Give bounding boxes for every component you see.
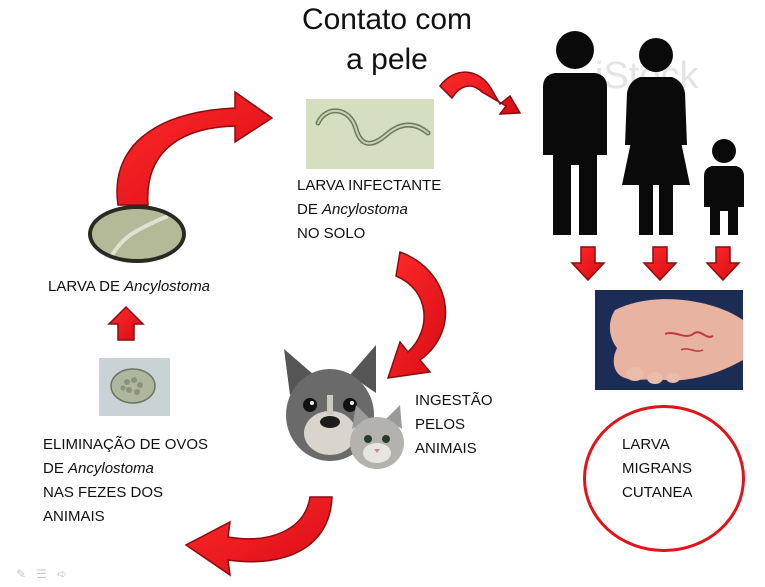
larva-microscope-photo [88, 205, 186, 263]
slide-controls: ✎ ☰ ➪ [16, 567, 67, 581]
title-line-1: Contato com [301, 3, 473, 36]
arrow-infectante-to-animals [386, 250, 447, 379]
egg-photo [99, 358, 170, 416]
arrow-larva-to-infectante [116, 90, 274, 206]
label-eliminacao: ELIMINAÇÃO DE OVOS DE Ancylostoma NAS FE… [43, 433, 208, 529]
arrow-down-1 [570, 246, 606, 282]
larva-photo [306, 99, 434, 169]
diagram-title: Contato com a pele [272, 0, 502, 80]
label-line: CUTANEA [622, 484, 693, 501]
arrow-to-people [439, 71, 522, 115]
label-italic: Ancylostoma [124, 278, 211, 295]
arrow-down-3 [705, 246, 741, 282]
next-slide-icon[interactable]: ➪ [56, 567, 67, 581]
foot-lesion-photo [595, 290, 743, 390]
label-line: ANIMAIS [415, 440, 477, 457]
label-line: LARVA [622, 436, 670, 453]
label-line: MIGRANS [622, 460, 693, 477]
arrow-up-to-larva [107, 305, 145, 341]
dog-cat-photo [280, 335, 406, 469]
arrow-down-2 [642, 246, 678, 282]
label-line: NAS FEZES DOS [43, 484, 164, 501]
label-line: DE Ancylostoma [43, 457, 208, 481]
label-larva-migrans: LARVA MIGRANS CUTANEA [622, 433, 693, 505]
label-larva-ancylostoma: LARVA DE Ancylostoma [48, 275, 210, 299]
title-line-2: a pele [346, 43, 428, 76]
arrow-animals-to-eliminacao [184, 496, 333, 577]
menu-icon[interactable]: ☰ [36, 567, 47, 581]
label-line: INGESTÃO [415, 392, 493, 409]
label-line: LARVA INFECTANTE [297, 177, 442, 194]
label-line: ELIMINAÇÃO DE OVOS [43, 436, 209, 453]
label-line: DE Ancylostoma [297, 198, 441, 222]
label-text: DE [297, 201, 323, 218]
label-line: ANIMAIS [43, 508, 105, 525]
larva-migrans-circle [583, 405, 745, 552]
label-ingestao: INGESTÃO PELOS ANIMAIS [415, 389, 493, 461]
label-larva-infectante: LARVA INFECTANTE DE Ancylostoma NO SOLO [297, 174, 441, 246]
label-italic: Ancylostoma [68, 460, 154, 477]
family-silhouette-icon: iStock [525, 25, 765, 247]
pen-icon[interactable]: ✎ [16, 567, 27, 581]
label-text: DE [43, 460, 69, 477]
label-line: NO SOLO [297, 225, 366, 242]
label-text: LARVA DE [48, 278, 125, 295]
label-italic: Ancylostoma [322, 201, 408, 218]
label-line: PELOS [415, 416, 466, 433]
